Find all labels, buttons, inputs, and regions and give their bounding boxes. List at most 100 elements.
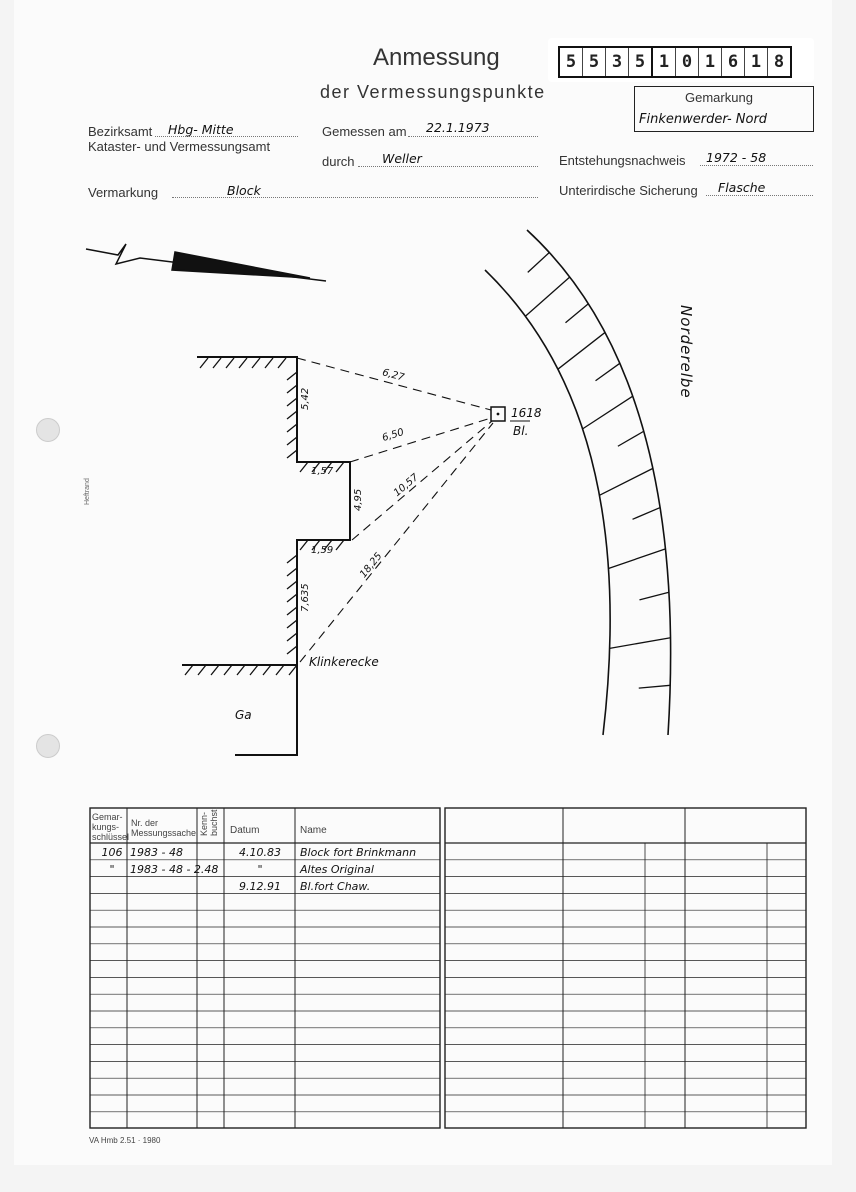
hatch-mark [262,664,272,676]
hatch-mark [286,449,298,459]
hatch-mark [277,357,287,369]
hatch-mark [238,357,248,369]
table-cell: " [257,862,263,876]
measurement-lines [296,357,494,663]
hatching [184,357,345,676]
point-number-box: 5 5 3 5 1 0 1 6 1 8 [548,38,814,82]
building-outline [182,356,351,756]
hatch-mark [286,632,298,642]
paper-sheet [14,0,832,1165]
digit: 5 [560,48,583,76]
col-header: Kenn- buchst. [199,806,219,836]
gemarkung-value: Finkenwerder- Nord [639,112,768,127]
river-tick [524,276,571,317]
hatch-mark [223,664,233,676]
durch-label: durch [322,154,355,169]
river-tick [632,506,661,520]
digit: 5 [629,48,653,76]
point-type: Bl. [513,424,529,438]
digit: 1 [699,48,722,76]
entstehung-label: Entstehungsnachweis [559,153,686,168]
gemessen-value: 22.1.1973 [426,120,490,135]
col-header: Nr. der Messungssache [131,818,197,838]
form-subtitle: der Vermessungspunkte [320,82,546,102]
hatch-mark [286,593,298,603]
hatch-mark [286,410,298,420]
north-arrow-icon [85,243,327,282]
digit: 5 [583,48,606,76]
hatch-mark [299,461,309,473]
river-tick [565,303,589,324]
durch-value: Weller [382,151,422,166]
hatch-mark [335,539,345,551]
river-tick [599,467,654,496]
bezirksamt-value: Hbg- Mitte [168,122,234,137]
digit: 6 [722,48,745,76]
hatch-mark [286,384,298,394]
amt-label: Kataster- und Vermessungsamt [88,139,271,154]
digit: 8 [773,52,785,72]
digit: 1 [745,48,768,76]
table-cell: Altes Original [300,862,374,876]
hatch-mark [288,664,298,676]
hatch-mark [184,664,194,676]
river-tick [527,251,550,273]
hatch-mark [286,397,298,407]
table-cell: 4.10.83 [239,846,281,859]
table-cell: 9.12.91 [239,879,281,893]
table-cell: 1983 - 48 [130,846,183,859]
hatch-mark [286,580,298,590]
entstehung-value: 1972 - 58 [706,150,767,165]
col-header: Name [300,825,327,836]
hatch-mark [197,664,207,676]
sicherung-value: Flasche [718,180,766,195]
hatch-mark [286,436,298,446]
vermarkung-value: Block [227,183,261,198]
table-cell: Block fort Brinkmann [300,846,417,859]
table-cell: Bl.fort Chaw. [300,879,371,893]
river-tick [638,684,671,689]
digit: 3 [606,48,629,76]
hatch-mark [286,619,298,629]
hatch-mark [249,664,259,676]
table-cell: 106 [101,846,123,859]
survey-point-marker [490,406,506,422]
digit: 0 [676,48,699,76]
hatch-mark [323,539,333,551]
vermarkung-label: Vermarkung [88,185,159,200]
hatch-mark [212,357,222,369]
sicherung-label: Unterirdische Sicherung [559,183,698,198]
hatch-mark [225,357,235,369]
hatch-mark [236,664,246,676]
river-tick [609,637,671,650]
col-header: Gemar- kungs- schlüssel [92,812,130,842]
form-title: Anmessung [373,44,500,71]
dim-label: 1,57 [311,466,334,477]
river-tick [639,591,670,601]
hatch-mark [286,606,298,616]
hatch-mark [286,423,298,433]
building-label: Ga [235,708,252,722]
hatch-mark [199,357,209,369]
gemessen-label: Gemessen am [322,124,407,139]
hatch-mark [210,664,220,676]
river-tick [557,331,606,370]
river-ticks [524,251,671,689]
point-id: 1618 [511,406,542,420]
digit: 1 [653,48,676,76]
hatch-mark [323,461,333,473]
col-header: Datum [230,825,260,836]
punch-hole [36,734,60,758]
river-tick [595,362,621,382]
hatch-mark [251,357,261,369]
hatch-mark [311,539,321,551]
hatch-mark [264,357,274,369]
gemarkung-box: Gemarkung Finkenwerder- Nord [634,86,814,132]
hatch-mark [286,371,298,381]
hatch-mark [286,645,298,655]
dim-label: 1,59 [311,545,334,556]
hatch-mark [275,664,285,676]
